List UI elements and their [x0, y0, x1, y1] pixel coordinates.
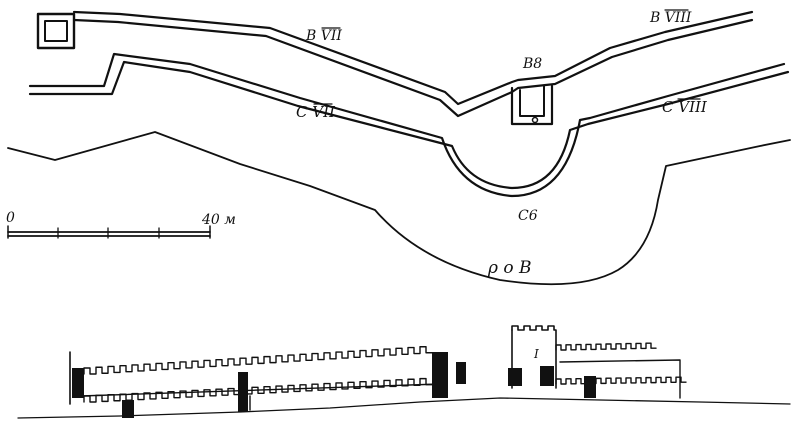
ground-line [17, 397, 791, 419]
hatched-buttresses [72, 352, 596, 418]
label-c6: C6 [518, 208, 538, 224]
elevation-view: I [17, 325, 791, 419]
label-c-viii: C VIII [662, 98, 708, 116]
label-b-viii: B VIII [649, 10, 692, 26]
scale-bar: 0 40 м [6, 210, 236, 239]
right-wall [555, 342, 687, 399]
scale-start-label: 0 [6, 210, 15, 226]
label-b8: B8 [522, 56, 542, 72]
label-b-vii: B VII [305, 28, 342, 44]
lower-wall [83, 377, 433, 411]
elevation-marker: I [533, 347, 539, 361]
moat-line [7, 131, 791, 286]
label-moat: ρ o B [487, 258, 532, 278]
tower-b8 [510, 84, 554, 126]
upper-wall [79, 346, 441, 397]
plan-view: B VII B VIII B8 C VII C VIII C6 ρ o B 0 … [6, 9, 791, 286]
label-c-vii: C VII [296, 103, 336, 121]
inner-wall-c [28, 52, 790, 198]
scale-end-label: 40 м [201, 212, 236, 228]
corner-tower [36, 12, 76, 50]
